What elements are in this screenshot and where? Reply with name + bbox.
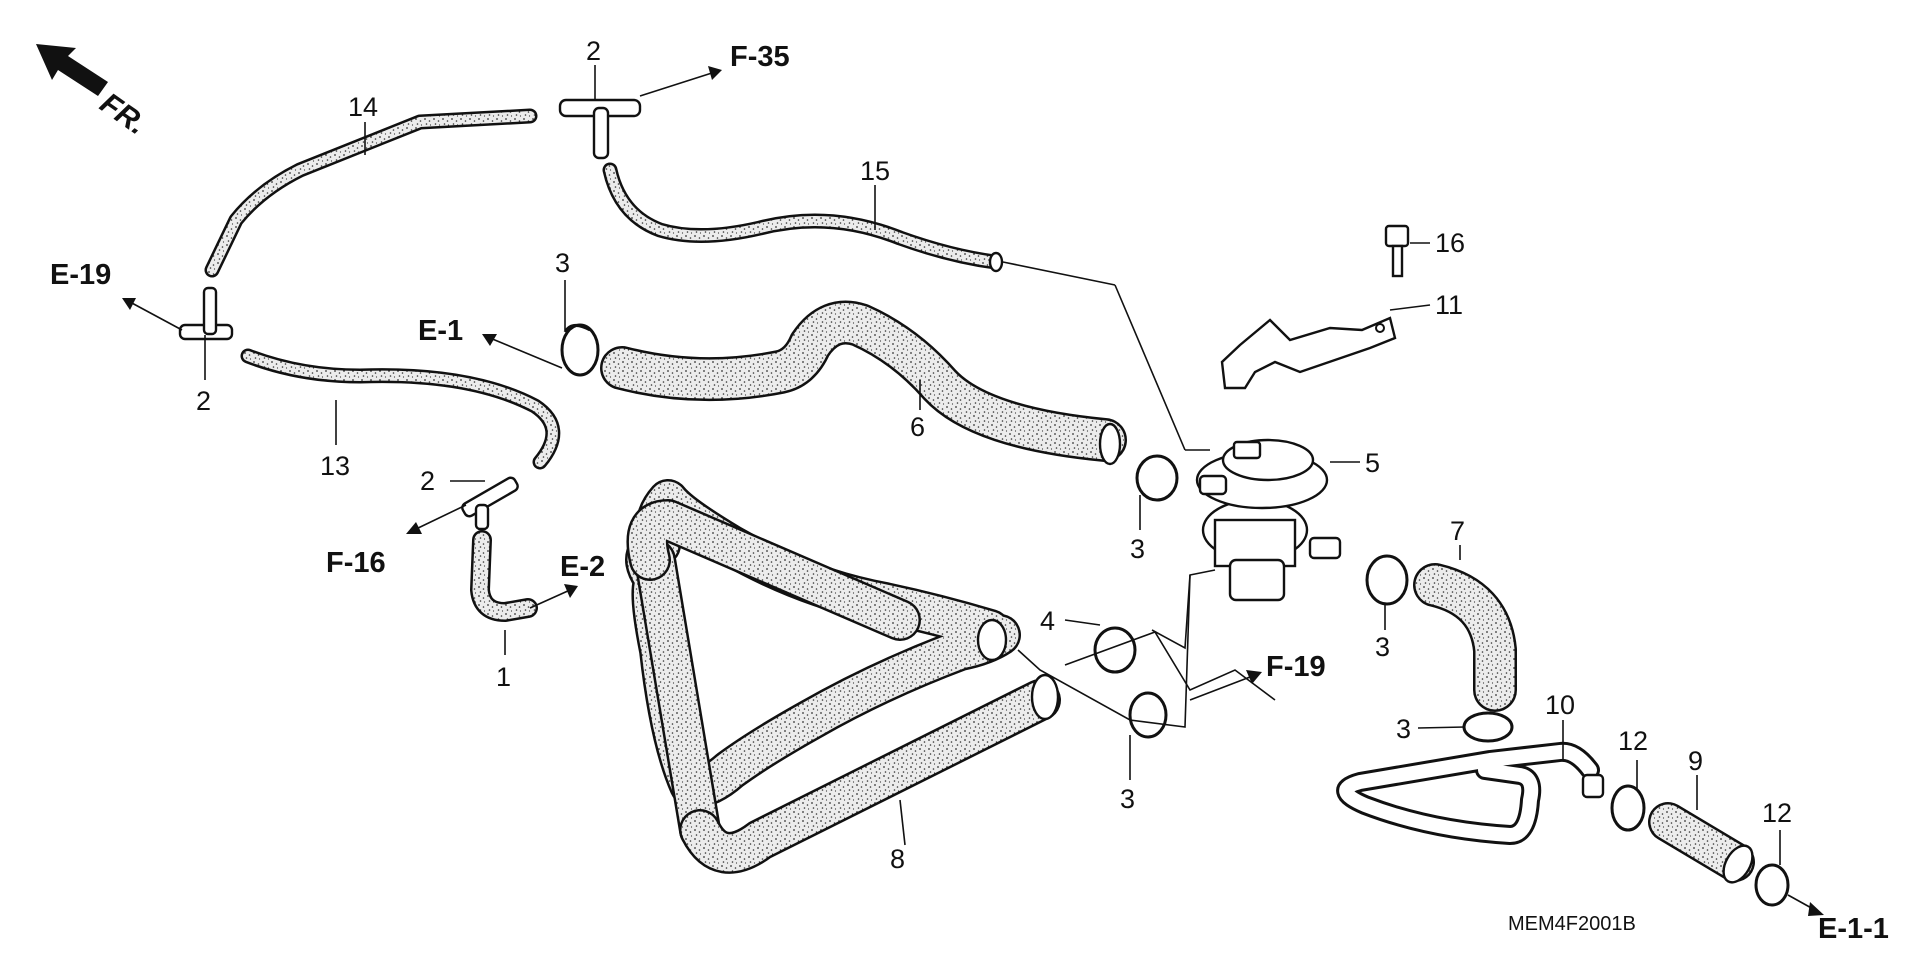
part-number-7: 7 bbox=[1450, 516, 1465, 546]
part-number-3-upper: 3 bbox=[555, 248, 570, 278]
pipe-10 bbox=[1336, 741, 1605, 845]
clamp-3d bbox=[1128, 691, 1168, 739]
hose-8 bbox=[625, 479, 1061, 874]
ref-e1: E-1 bbox=[418, 315, 463, 347]
part-number-8: 8 bbox=[890, 844, 905, 874]
part-number-2-top: 2 bbox=[586, 36, 601, 66]
part-number-9: 9 bbox=[1688, 746, 1703, 776]
part-number-3-bottom: 3 bbox=[1120, 784, 1135, 814]
clamp-3b bbox=[1135, 454, 1179, 502]
part-number-1: 1 bbox=[496, 662, 511, 692]
ref-f35: F-35 bbox=[730, 41, 790, 73]
hose-7 bbox=[1413, 563, 1517, 712]
part-number-labels: 2 14 15 16 11 3 2 13 6 2 5 3 7 1 4 3 3 1… bbox=[196, 36, 1792, 874]
ref-e11: E-1-1 bbox=[1818, 913, 1889, 945]
part-number-16: 16 bbox=[1435, 228, 1465, 258]
hose-14 bbox=[204, 108, 538, 278]
clamp-12b bbox=[1754, 863, 1790, 907]
part-number-14: 14 bbox=[348, 92, 378, 122]
hose-1 bbox=[470, 530, 538, 622]
ref-e19: E-19 bbox=[50, 259, 111, 291]
bracket-11 bbox=[1220, 316, 1397, 390]
front-label: FR. bbox=[94, 87, 153, 142]
diagram-code: MEM4F2001B bbox=[1508, 913, 1636, 935]
part-number-10: 10 bbox=[1545, 690, 1575, 720]
joint-2-top bbox=[558, 98, 642, 160]
hose-13 bbox=[240, 348, 561, 470]
reference-arrows bbox=[122, 66, 1824, 916]
clamp-3a bbox=[560, 323, 600, 377]
part-number-12-upper: 12 bbox=[1618, 726, 1648, 756]
part-number-15: 15 bbox=[860, 156, 890, 186]
part-number-5: 5 bbox=[1365, 448, 1380, 478]
part-number-2-left: 2 bbox=[196, 386, 211, 416]
part-number-3-lower-right: 3 bbox=[1396, 714, 1411, 744]
part-number-13: 13 bbox=[320, 451, 350, 481]
joint-2-middle bbox=[461, 476, 519, 531]
front-direction-indicator: FR. bbox=[36, 44, 153, 141]
part-number-2-middle: 2 bbox=[420, 466, 435, 496]
valve-5 bbox=[1195, 438, 1342, 602]
bolt-16 bbox=[1384, 224, 1410, 278]
part-number-11: 11 bbox=[1435, 290, 1463, 320]
ref-f19: F-19 bbox=[1266, 651, 1326, 683]
part-number-6: 6 bbox=[910, 412, 925, 442]
part-number-12-lower: 12 bbox=[1762, 798, 1792, 828]
part-number-4: 4 bbox=[1040, 606, 1055, 636]
clamp-3c bbox=[1365, 554, 1409, 606]
ref-f16: F-16 bbox=[326, 547, 386, 579]
joint-2-left bbox=[178, 286, 234, 341]
clamp-4 bbox=[1093, 626, 1137, 674]
front-arrow-icon bbox=[36, 44, 108, 96]
hose-9 bbox=[1648, 802, 1755, 884]
leader-lines bbox=[204, 65, 1781, 865]
hose-15 bbox=[602, 162, 1004, 273]
part-number-3-right: 3 bbox=[1375, 632, 1390, 662]
clamp-3e bbox=[1462, 711, 1514, 743]
part-number-3-valve: 3 bbox=[1130, 534, 1145, 564]
ref-e2: E-2 bbox=[560, 551, 605, 583]
clamp-12a bbox=[1610, 784, 1646, 832]
reference-labels: F-35 E-19 E-1 F-16 E-2 F-19 E-1-1 bbox=[50, 41, 1889, 945]
hose-6 bbox=[600, 300, 1127, 466]
